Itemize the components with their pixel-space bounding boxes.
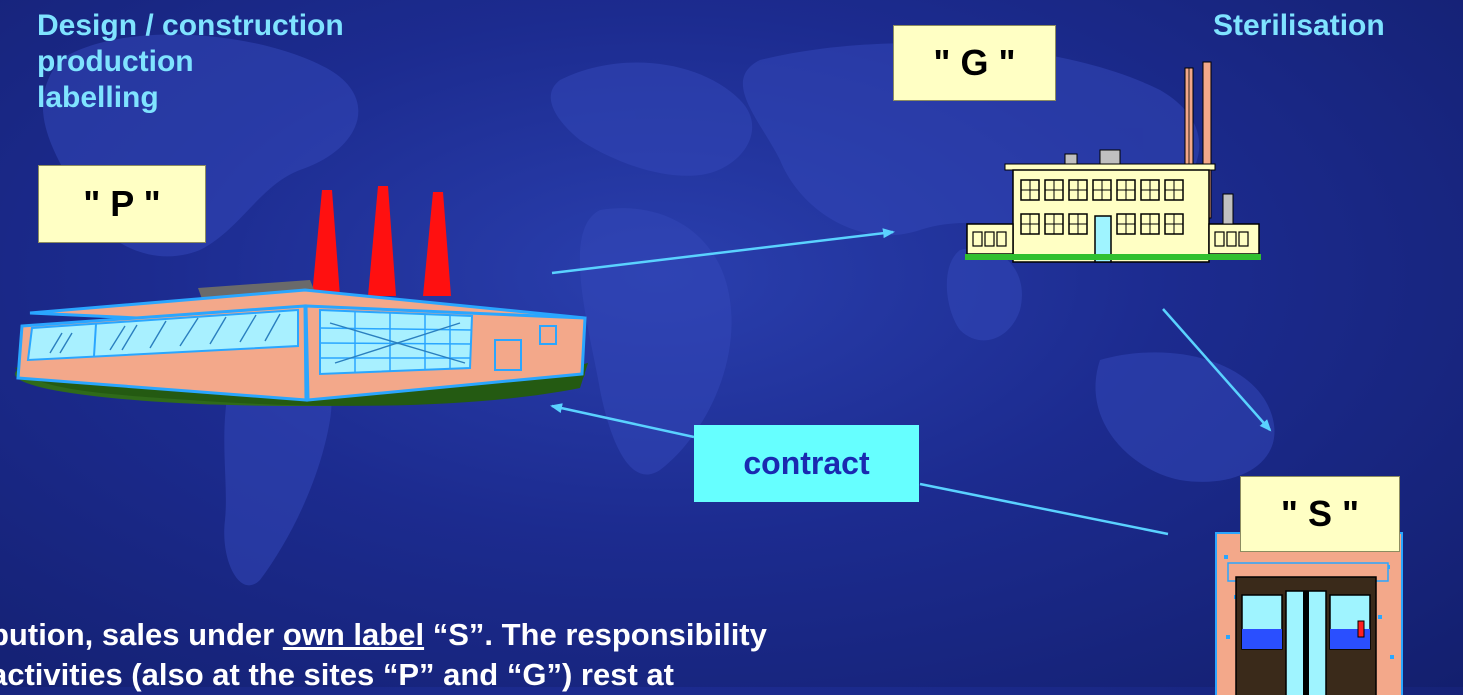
- line-contract-to-s: [919, 482, 1169, 536]
- design-caption-line-2: production: [37, 45, 194, 78]
- arrow-contract-to-p: [550, 403, 695, 439]
- design-caption: Design / construction production labelli…: [37, 8, 344, 116]
- shop-building-icon: [1215, 532, 1403, 695]
- manufacturer-factory-icon: [15, 186, 588, 406]
- bottom-line-2: activities (also at the sites “P” and “G…: [0, 657, 674, 692]
- bottom-description: bution, sales under own label “S”. The r…: [0, 615, 767, 695]
- bottom-line-1-b: “S”. The responsibility: [424, 617, 767, 652]
- steriliser-factory-icon: [965, 61, 1261, 263]
- label-s: " S ": [1240, 476, 1400, 552]
- arrow-p-to-g: [551, 228, 895, 275]
- arrow-g-to-s: [1162, 308, 1272, 432]
- label-p: " P ": [38, 165, 206, 243]
- own-label-underlined: own label: [282, 617, 425, 652]
- design-caption-line-1: Design / construction: [37, 9, 344, 42]
- bottom-line-1: bution, sales under own label “S”. The r…: [0, 615, 767, 655]
- bottom-line-1-a: bution, sales under: [0, 617, 283, 652]
- design-caption-line-3: labelling: [37, 81, 159, 114]
- contract-label: contract: [694, 425, 919, 502]
- label-g: " G ": [893, 25, 1056, 101]
- sterilisation-caption: Sterilisation: [1213, 9, 1385, 42]
